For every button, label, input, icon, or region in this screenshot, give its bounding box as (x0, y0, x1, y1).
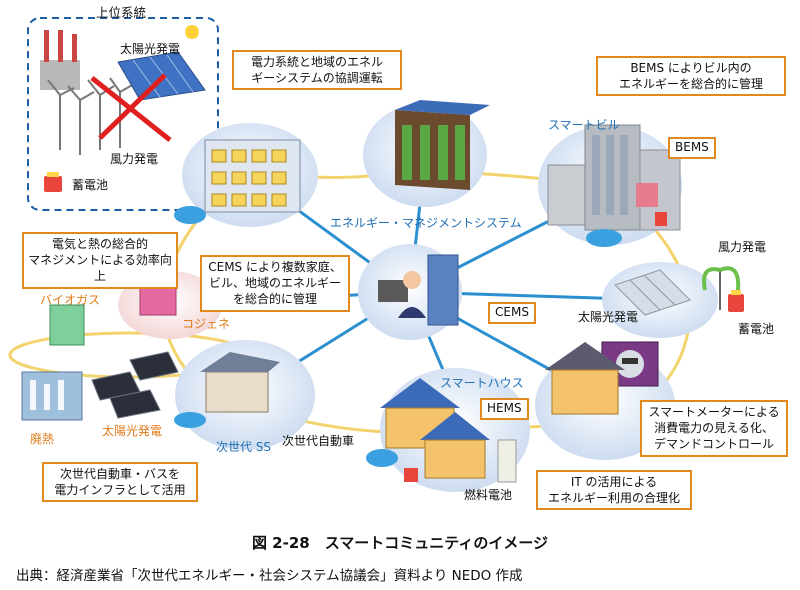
callout-line: マネジメントによる効率向上 (28, 253, 172, 284)
smart-building-illustration (547, 124, 681, 247)
smart-house-illustration (366, 342, 625, 483)
right-renewables-illustration (614, 266, 744, 316)
solar-left-label: 太陽光発電 (102, 424, 163, 438)
callout-line: IT の活用による (570, 475, 658, 489)
figure-source: 出典：経済産業省「次世代エネルギー・社会システム協議会」資料より NEDO 作成 (16, 568, 523, 584)
solar-right-label: 太陽光発電 (578, 310, 639, 324)
cogeneration-label: コジェネ (182, 317, 231, 331)
callout-smart-meter: スマートメーターによる 消費電力の見える化、 デマンドコントロール (640, 400, 788, 457)
smart-house-label: スマートハウス (440, 376, 524, 390)
biogas-label: バイオガス (40, 293, 101, 307)
upper-system-title: 上位系統 (96, 5, 147, 20)
next-gen-ss-label: 次世代 SS (216, 440, 272, 454)
upper-wind-label: 風力発電 (110, 152, 159, 166)
power-plant-illustration (40, 25, 206, 192)
waste-heat-label: 廃熱 (30, 432, 55, 446)
ems-system-label: エネルギー・マネジメントシステム (330, 216, 522, 230)
upper-system-region (27, 17, 219, 211)
callout-line: ギーシステムの協調運転 (251, 71, 383, 86)
bems-tag: BEMS (668, 137, 716, 159)
callout-cems: CEMS により複数家庭、 ビル、地域のエネルギー を総合的に管理 (200, 255, 350, 312)
hems-tag: HEMS (480, 398, 529, 420)
callout-line: 電力インフラとして活用 (54, 483, 186, 498)
callout-line: 消費電力の見える化、 (654, 421, 774, 436)
callout-line: CEMS により複数家庭、 (208, 260, 342, 274)
callout-line: を総合的に管理 (232, 292, 317, 307)
upper-solar-label: 太陽光発電 (120, 42, 181, 56)
upper-battery-label: 蓄電池 (72, 178, 109, 192)
callout-line: 電力系統と地域のエネル (250, 55, 383, 69)
grid-facility-illustration (174, 139, 301, 224)
callout-ev-infra: 次世代自動車・バスを 電力インフラとして活用 (42, 462, 198, 503)
callout-bems: BEMS によりビル内の エネルギーを総合的に管理 (596, 56, 786, 97)
fuel-cell-label: 燃料電池 (464, 488, 513, 502)
callout-line: BEMS によりビル内の (630, 61, 752, 75)
callout-line: スマートメーターによる (648, 405, 780, 419)
callout-line: エネルギー利用の合理化 (547, 491, 680, 506)
callout-line: エネルギーを総合的に管理 (618, 77, 763, 92)
callout-it-use: IT の活用による エネルギー利用の合理化 (536, 470, 692, 511)
figure-caption: 図 2-28 スマートコミュニティのイメージ (251, 534, 549, 552)
green-building-illustration (395, 100, 490, 190)
wind-right-label: 風力発電 (718, 240, 767, 254)
callout-heat-power: 電気と熱の総合的 マネジメントによる効率向上 (22, 232, 178, 289)
callout-line: 電気と熱の総合的 (51, 237, 148, 251)
diagram-graphics (8, 17, 744, 492)
callout-grid-coordination: 電力系統と地域のエネル ギーシステムの協調運転 (232, 50, 402, 91)
smart-building-label: スマートビル (548, 118, 620, 132)
next-gen-car-label: 次世代自動車 (282, 434, 355, 448)
callout-line: ビル、地域のエネルギー (208, 276, 341, 291)
left-energy-illustration (21, 284, 280, 428)
callout-line: デマンドコントロール (653, 437, 774, 452)
callout-line: 次世代自動車・バスを (59, 467, 180, 481)
cems-operator-illustration (378, 254, 459, 326)
battery-right-label: 蓄電池 (738, 322, 775, 336)
cems-tag: CEMS (488, 302, 536, 324)
